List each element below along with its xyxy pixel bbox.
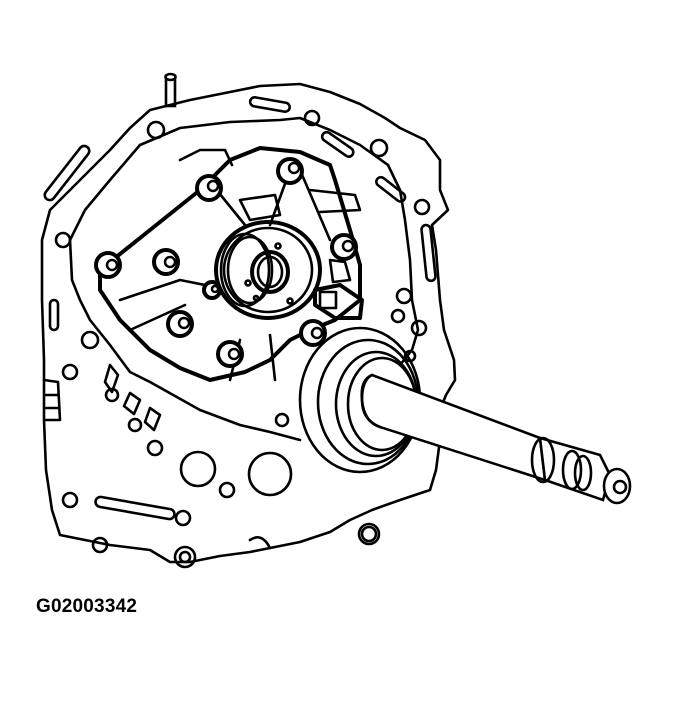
bolt (94, 251, 122, 279)
figure-caption: G02003342 (36, 596, 138, 617)
dowel-pin (164, 72, 177, 108)
pump-bolts (94, 157, 358, 368)
bolt (166, 310, 194, 338)
case-outer-outline (40, 82, 457, 564)
bolt (216, 340, 244, 368)
flange-slots (43, 96, 437, 521)
pump-lug (313, 283, 364, 320)
case-inner-left (68, 143, 302, 442)
lozenge-holes (103, 363, 162, 432)
oil-pump-body (98, 146, 362, 382)
bolt (152, 248, 180, 276)
case-large-holes (179, 450, 293, 497)
bolt (299, 319, 327, 347)
bottom-bosses (173, 522, 381, 569)
flange-holes (54, 109, 431, 554)
bolt (202, 280, 222, 300)
bolt (330, 233, 358, 261)
input-shaft (360, 373, 632, 505)
case-inner-outline (138, 116, 420, 367)
side-ribs (42, 378, 62, 422)
pump-hub (214, 220, 322, 320)
bolt (276, 157, 304, 185)
bolt (195, 174, 223, 202)
